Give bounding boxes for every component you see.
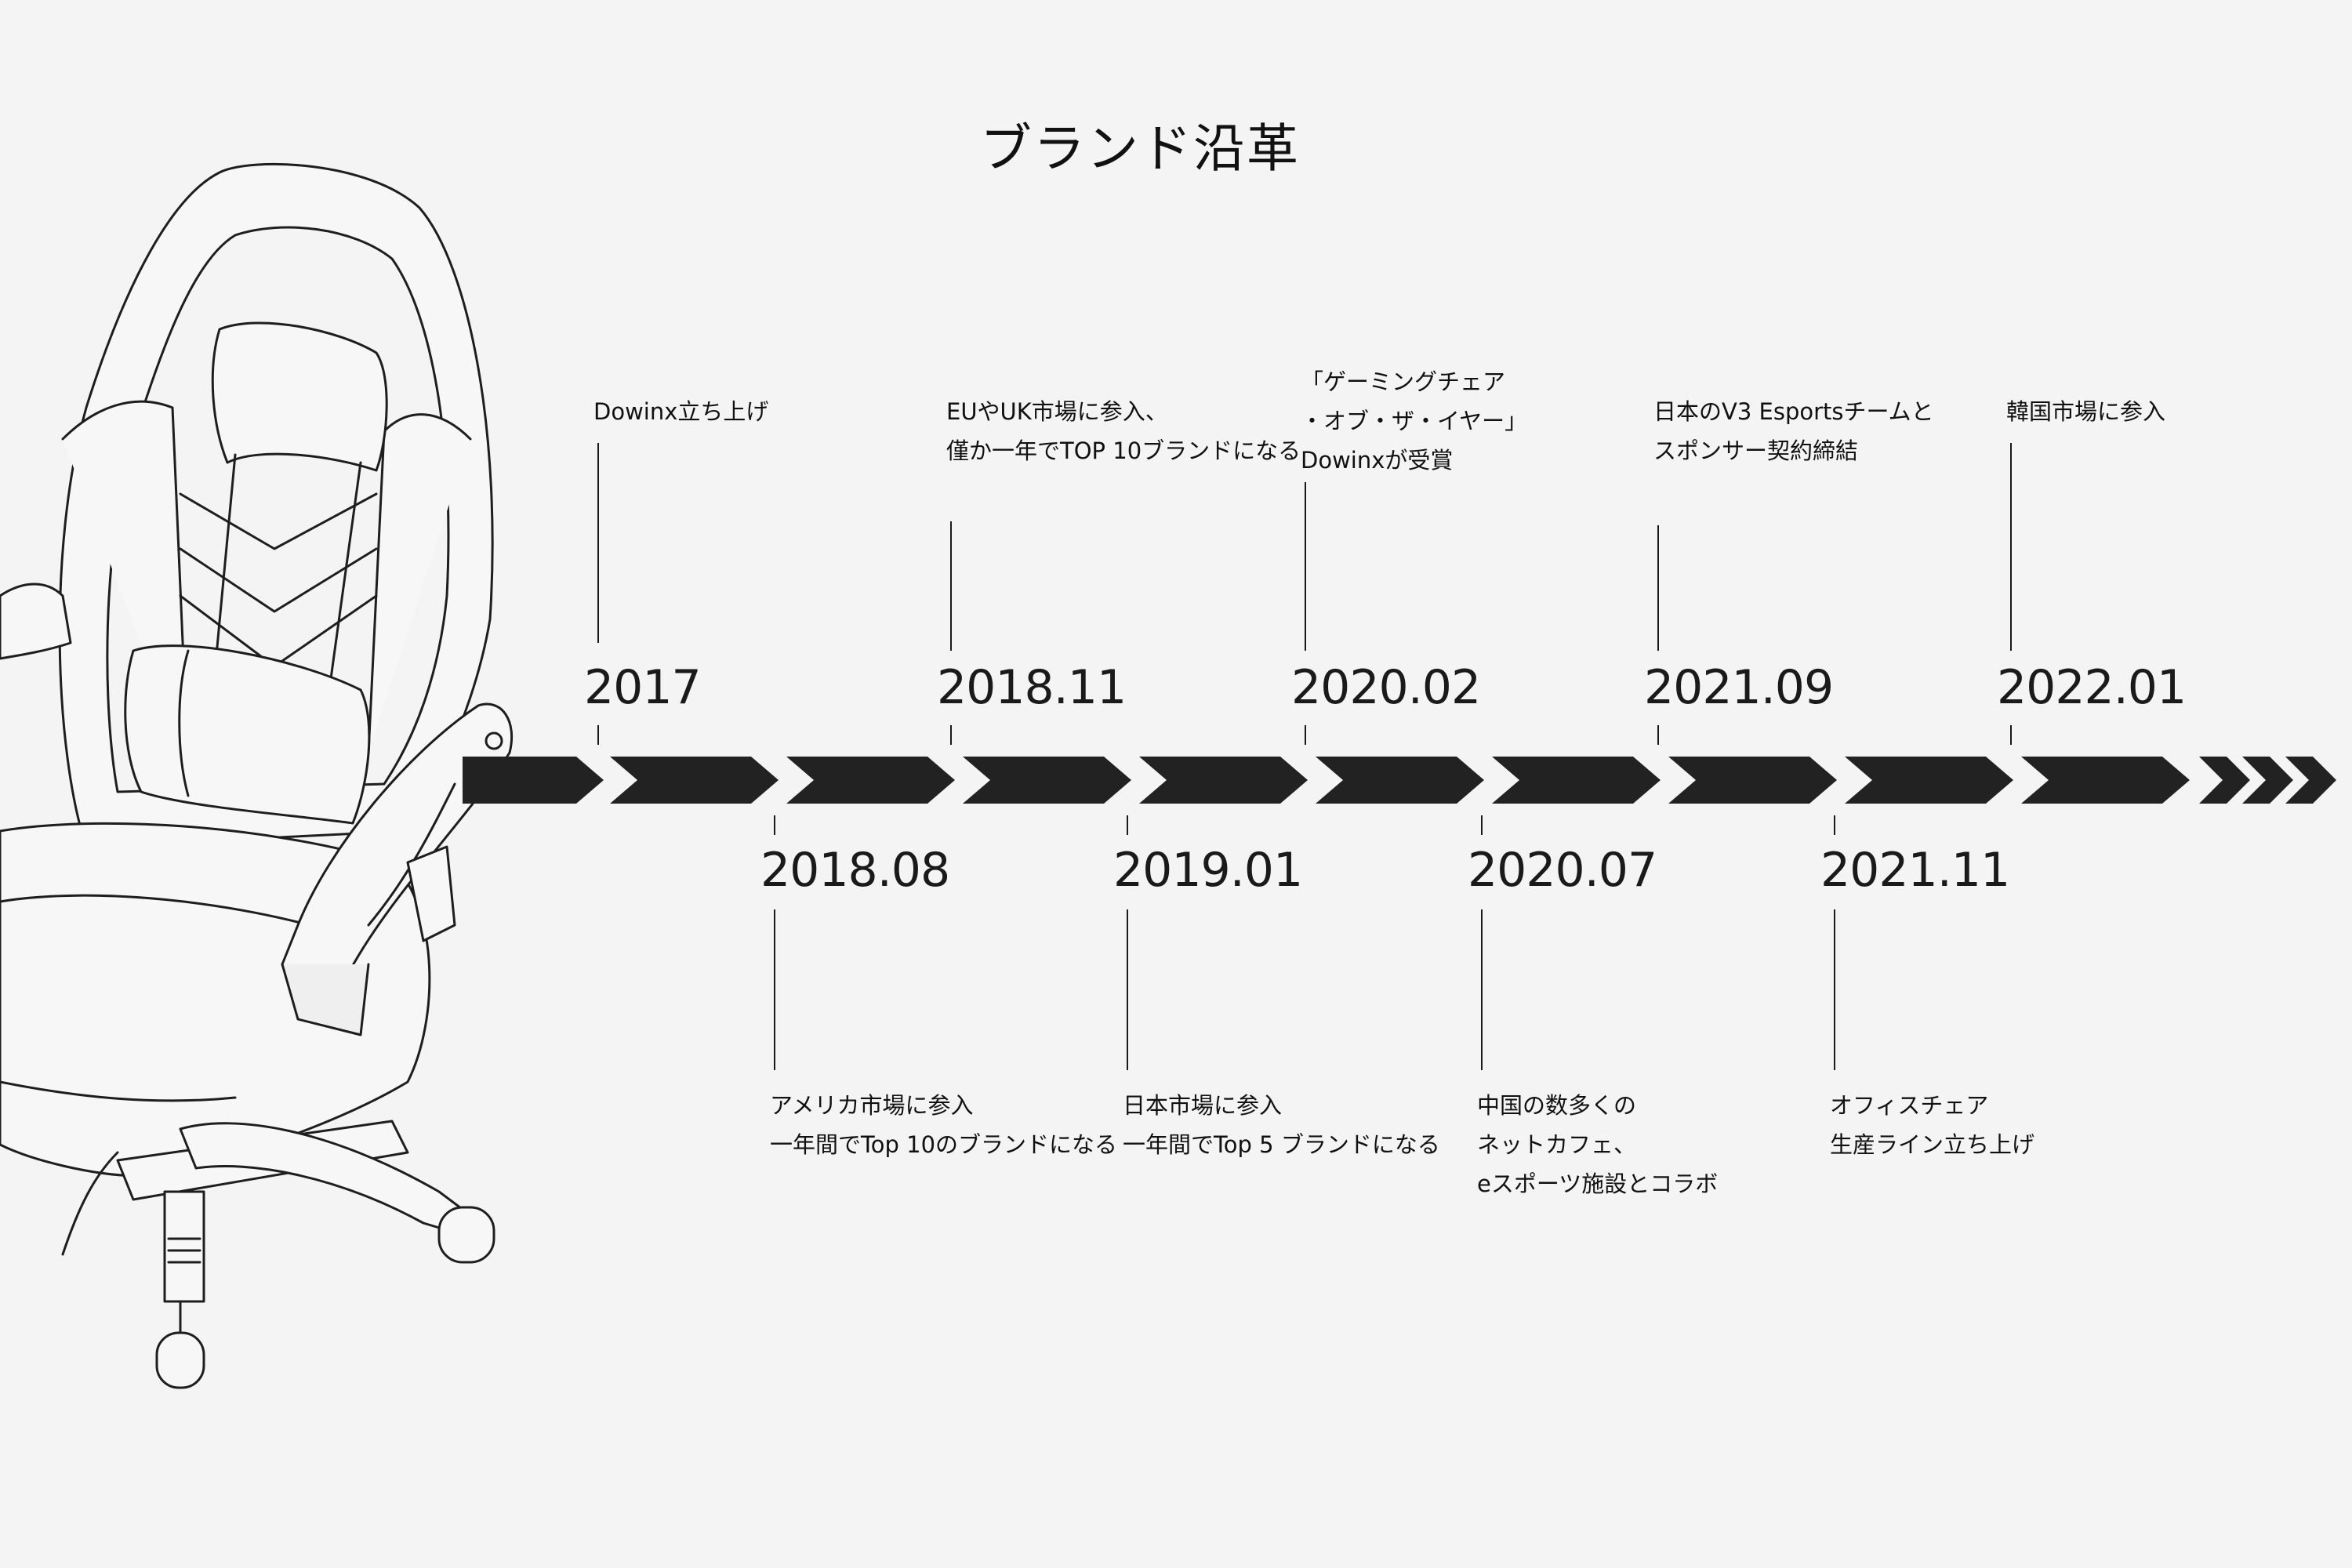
timeline-description-line: ・オブ・ザ・イヤー」 [1301, 408, 1528, 434]
timeline-description: 韓国市場に参入 [2006, 392, 2165, 431]
timeline-arrow-segment [1845, 757, 2013, 804]
timeline-description: アメリカ市場に参入一年間でTop 10のブランドになる [770, 1086, 1117, 1164]
timeline-arrow-segment [1139, 757, 1308, 804]
timeline-description-line: 日本市場に参入 [1123, 1092, 1283, 1119]
timeline-description-line: 「ゲーミングチェア [1301, 368, 1506, 395]
timeline-arrow-segment [963, 757, 1131, 804]
timeline-description-line: 一年間でTop 10のブランドになる [770, 1131, 1118, 1158]
timeline-arrow-segment [786, 757, 955, 804]
timeline-date: 2021.09 [1644, 660, 1834, 715]
timeline-description-line: Dowinxが受賞 [1301, 447, 1454, 474]
timeline-date: 2020.02 [1291, 660, 1481, 715]
timeline-description: EUやUK市場に参入、僅か一年でTOP 10ブランドになる [946, 392, 1301, 470]
timeline-arrow-segment [1668, 757, 1837, 804]
timeline-description: 日本市場に参入一年間でTop 5 ブランドになる [1123, 1086, 1440, 1164]
timeline-description-line: Dowinx立ち上げ [593, 398, 769, 425]
timeline-date: 2022.01 [1997, 660, 2187, 715]
timeline-description-line: 韓国市場に参入 [2006, 398, 2166, 425]
timeline-date: 2018.08 [760, 843, 950, 898]
gaming-chair-illustration [0, 162, 514, 1389]
timeline-arrow-segment [610, 757, 779, 804]
timeline-arrow-segment [1492, 757, 1661, 804]
timeline-arrow-segment [2021, 757, 2190, 804]
timeline-date: 2019.01 [1113, 843, 1303, 898]
timeline-arrow-chevron [2242, 757, 2293, 804]
timeline-description-line: eスポーツ施設とコラボ [1477, 1171, 1719, 1197]
timeline-arrow-chevron [2199, 757, 2250, 804]
timeline-date: 2021.11 [1820, 843, 2010, 898]
timeline-description-line: スポンサー契約締結 [1653, 437, 1859, 464]
timeline-description: Dowinx立ち上げ [593, 392, 768, 431]
timeline-description-line: 中国の数多くの [1477, 1092, 1637, 1119]
timeline-arrow-chevron [2285, 757, 2336, 804]
timeline-description-line: EUやUK市場に参入、 [946, 398, 1168, 425]
timeline-description-line: アメリカ市場に参入 [770, 1092, 974, 1119]
timeline-description-line: オフィスチェア [1830, 1092, 1989, 1119]
timeline-description: 中国の数多くのネットカフェ、 eスポーツ施設とコラボ [1477, 1086, 1718, 1203]
timeline-description-line: 生産ライン立ち上げ [1830, 1131, 2035, 1158]
timeline-description: 日本のV3 Esportsチームとスポンサー契約締結 [1653, 392, 1934, 470]
timeline-arrow-segment [1316, 757, 1484, 804]
timeline-description: オフィスチェア生産ライン立ち上げ [1830, 1086, 2034, 1164]
timeline-arrow-segment [463, 757, 604, 804]
page-title: ブランド沿革 [980, 118, 1300, 179]
timeline-date: 2020.07 [1468, 843, 1657, 898]
timeline-date: 2018.11 [937, 660, 1127, 715]
timeline-description-line: 日本のV3 Esportsチームと [1653, 398, 1934, 425]
timeline-description-line: 一年間でTop 5 ブランドになる [1123, 1131, 1440, 1158]
timeline-description-line: 僅か一年でTOP 10ブランドになる [946, 437, 1301, 464]
timeline-description: 「ゲーミングチェア・オブ・ザ・イヤー」 Dowinxが受賞 [1301, 362, 1527, 480]
timeline-date: 2017 [584, 660, 702, 715]
timeline-description-line: ネットカフェ、 [1477, 1131, 1637, 1158]
